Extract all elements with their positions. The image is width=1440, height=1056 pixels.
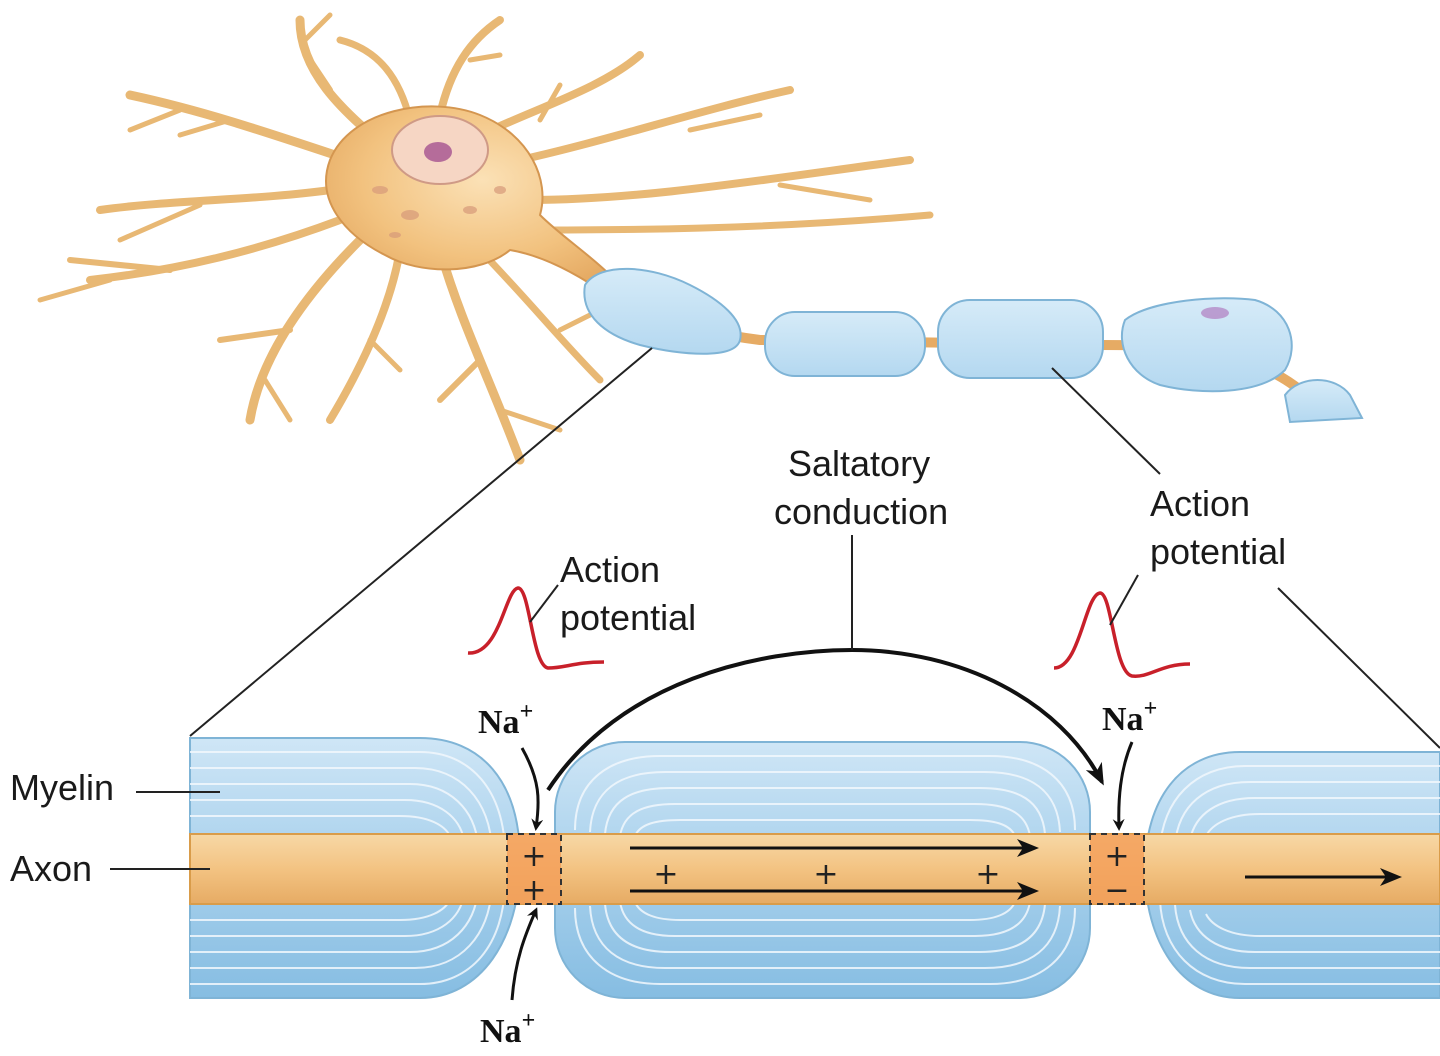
neuron-illustration: [37, 12, 1440, 749]
action-potential-trace-left: [467, 586, 605, 670]
na-label-left-top: Na+: [478, 699, 533, 741]
ap-leader-right: [1109, 574, 1139, 626]
na-arrow-left-top: [520, 747, 544, 831]
internode-charge-2: +: [813, 857, 838, 892]
zoom-line-left: [189, 347, 653, 737]
organelles: [372, 186, 506, 238]
node-of-ranvier-1-outline: [506, 833, 562, 905]
na-label-right-top: Na+: [1102, 696, 1157, 738]
nucleolus: [424, 142, 452, 162]
internode-charge-1: +: [653, 857, 678, 892]
na-label-left-bottom: Na+: [480, 1008, 535, 1050]
ap-top-label-line1: Action: [1150, 483, 1250, 524]
schwann-nucleus: [1201, 307, 1229, 319]
ap-leader-left: [529, 584, 559, 623]
myelin-label: Myelin: [10, 767, 114, 808]
axon-label: Axon: [10, 848, 92, 889]
node1-charge-bottom: +: [521, 873, 546, 908]
node1-charge-top: +: [521, 839, 546, 874]
ap-left-label-line1: Action: [560, 549, 660, 590]
node-of-ranvier-2-outline: [1089, 833, 1145, 905]
node2-charge-bottom: −: [1104, 873, 1129, 908]
node2-charge-top: +: [1104, 839, 1129, 874]
saltatory-jump-arrow: [546, 647, 1104, 792]
neuron-myelin-segments: [583, 267, 1364, 424]
node-of-ranvier-2: [1090, 834, 1144, 904]
saltatory-label-line2: conduction: [774, 491, 948, 532]
internode-charge-3: +: [975, 857, 1000, 892]
na-arrow-left-bottom: [510, 907, 538, 1001]
zoom-line-right-top: [1051, 367, 1161, 475]
labels: Saltatory conduction Action potential Ac…: [10, 443, 1286, 1050]
na-arrow-right-top: [1112, 741, 1134, 831]
zoom-line-right-bottom: [1277, 587, 1440, 749]
enlarged-axon-section: + + + + + + −: [110, 535, 1440, 1001]
node-of-ranvier-1: [507, 834, 561, 904]
ap-left-label-line2: potential: [560, 597, 696, 638]
saltatory-label-line1: Saltatory: [788, 443, 930, 484]
dendrites: [37, 12, 934, 465]
ap-top-label-line2: potential: [1150, 531, 1286, 572]
